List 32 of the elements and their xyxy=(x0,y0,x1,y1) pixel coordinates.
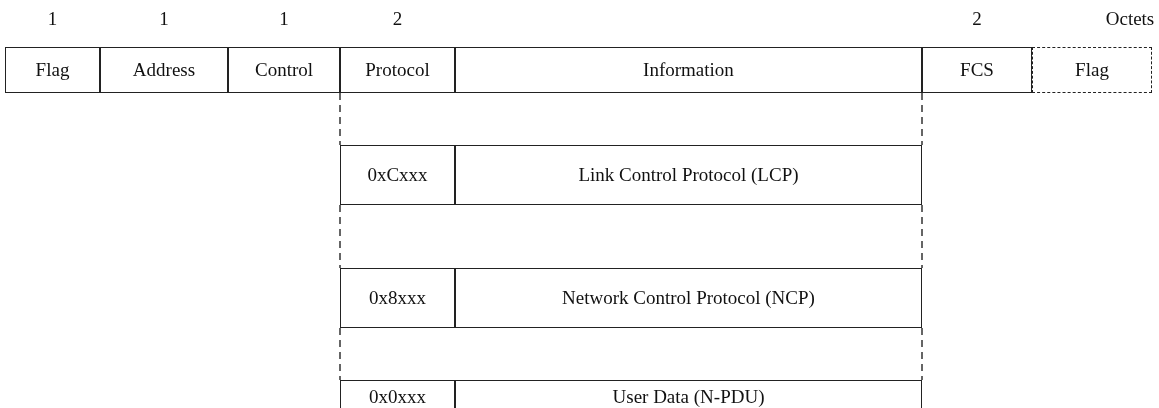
field-box xyxy=(455,380,922,408)
field-label: Control xyxy=(254,59,314,81)
field-label: 0xCxxx xyxy=(367,164,428,186)
octet-count: 1 xyxy=(279,8,289,30)
field-box xyxy=(922,47,1032,93)
field-label: FCS xyxy=(960,59,994,81)
field-label: Network Control Protocol (NCP) xyxy=(562,287,815,309)
field-label: Flag xyxy=(35,59,70,81)
field-label: 0x8xxx xyxy=(369,287,426,309)
field-box xyxy=(340,145,455,205)
octet-count: 2 xyxy=(392,8,403,30)
field-label: Flag xyxy=(1075,59,1109,81)
octet-count: 2 xyxy=(972,8,982,30)
field-box xyxy=(1032,47,1152,93)
field-label: Link Control Protocol (LCP) xyxy=(578,164,799,186)
field-box xyxy=(455,47,922,93)
field-box xyxy=(100,47,228,93)
octet-count: 1 xyxy=(47,8,58,30)
field-box xyxy=(228,47,340,93)
field-box xyxy=(340,380,455,408)
field-box xyxy=(5,47,100,93)
field-box xyxy=(340,268,455,328)
field-label: 0x0xxx xyxy=(369,385,426,408)
field-label: Information xyxy=(643,59,734,81)
field-box xyxy=(455,145,922,205)
field-box xyxy=(455,268,922,328)
field-box xyxy=(340,47,455,93)
field-label: Protocol xyxy=(365,59,430,81)
field-label: User Data (N-PDU) xyxy=(612,385,765,408)
unit-label: Octets xyxy=(1105,8,1155,30)
octet-count: 1 xyxy=(159,8,169,30)
field-label: Address xyxy=(132,59,196,81)
